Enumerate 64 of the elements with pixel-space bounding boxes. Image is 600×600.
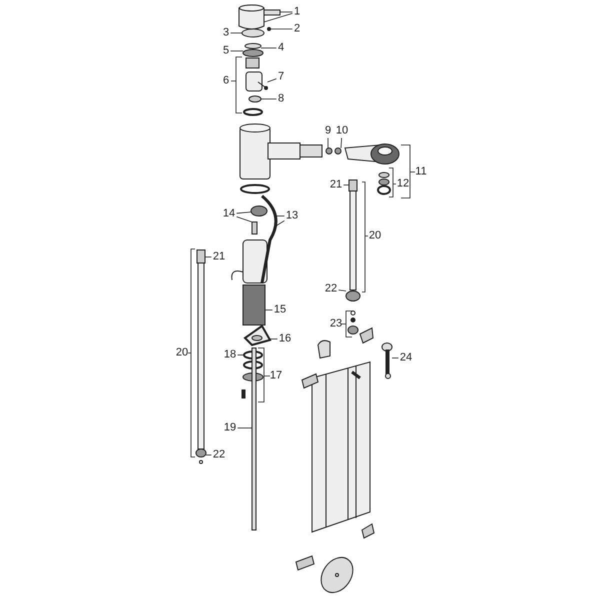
callout-number: 8	[278, 94, 284, 104]
leader-line	[236, 216, 252, 222]
screw	[258, 82, 268, 90]
seal-ring	[326, 148, 332, 154]
leader-line	[236, 212, 252, 214]
threaded-rod	[252, 348, 256, 530]
leader-line	[340, 138, 342, 148]
callout-number: 13	[286, 210, 298, 222]
o-ring	[243, 350, 263, 360]
nut	[250, 206, 268, 216]
callout-number: 6	[222, 76, 230, 86]
callout-number: 21	[330, 180, 342, 190]
leader-line	[260, 98, 277, 100]
leader-line	[230, 32, 242, 34]
callout-number: 2	[294, 24, 300, 34]
hose-fitting	[348, 180, 358, 192]
leader-line	[206, 454, 212, 456]
leader-line	[276, 220, 285, 226]
callout-number: 15	[274, 304, 286, 316]
clamp-plate	[243, 324, 272, 346]
leader-line	[204, 256, 212, 258]
cover-ring	[244, 43, 262, 49]
nipple-fitting	[252, 222, 258, 234]
leader-line	[230, 50, 244, 52]
screw	[267, 27, 271, 31]
callout-number: 5	[222, 46, 230, 56]
callout-number: 16	[278, 334, 292, 344]
callout-number: 20	[176, 348, 188, 358]
handle-cap	[238, 4, 264, 30]
callout-number: 4	[278, 42, 284, 54]
leader-line	[267, 78, 277, 82]
ring	[242, 49, 264, 57]
leader-line	[237, 354, 244, 356]
nut	[346, 290, 360, 302]
callout-number: 9	[324, 126, 332, 136]
leader-line	[338, 290, 346, 292]
callout-number: 22	[324, 284, 338, 294]
hose	[260, 194, 278, 284]
leader-line	[264, 13, 293, 22]
leader-line	[343, 184, 350, 186]
ring	[242, 28, 264, 38]
pin	[382, 342, 392, 379]
callout-number: 22	[212, 450, 226, 460]
nut	[196, 448, 206, 458]
leader-line	[270, 28, 293, 30]
callout-number: 17	[270, 370, 282, 382]
callout-number: 7	[278, 72, 284, 82]
hose-fitting	[196, 250, 206, 264]
callout-number: 21	[212, 252, 226, 262]
callout-number: 3	[222, 28, 230, 38]
callout-number: 18	[224, 350, 236, 360]
callout-number: 20	[368, 230, 382, 242]
callout-number: 23	[330, 318, 342, 330]
callout-number: 19	[224, 422, 236, 434]
callout-number: 12	[396, 178, 410, 190]
threaded-sleeve	[242, 284, 266, 326]
callout-number: 10	[336, 126, 348, 136]
callout-number: 24	[400, 352, 412, 364]
washer	[248, 96, 262, 102]
callout-number: 11	[415, 166, 427, 178]
leader-line	[270, 338, 278, 340]
seal-ring	[334, 148, 342, 154]
callout-number: 1	[294, 6, 300, 18]
callout-number: 14	[222, 208, 236, 220]
